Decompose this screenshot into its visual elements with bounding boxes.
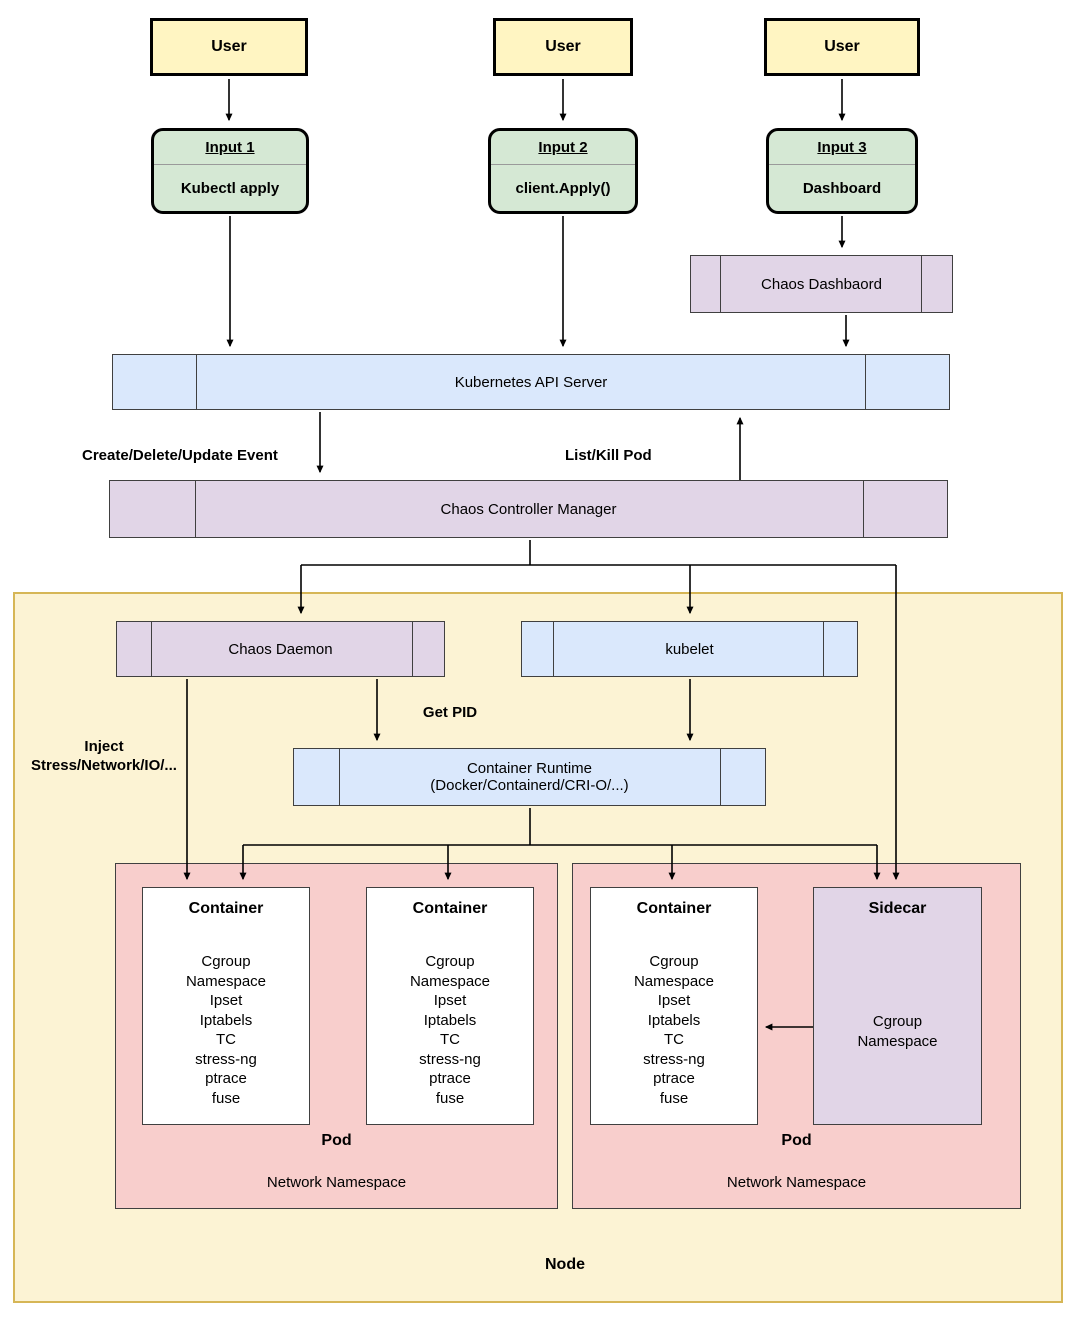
list-kill-pod-label: List/Kill Pod [565,447,652,464]
user-box-1: User [150,18,308,76]
controller-manager-label: Chaos Controller Manager [440,500,617,518]
network-namespace-label: Network Namespace [266,1173,407,1191]
api-server-label: Kubernetes API Server [454,373,608,391]
chaos-daemon-box: Chaos Daemon [116,621,445,677]
container-tools: Cgroup Namespace Ipset Iptabels TC stres… [409,953,491,1107]
container-title: Container [188,900,264,917]
container-runtime-label: Container Runtime (Docker/Containerd/CRI… [430,760,629,794]
chaos-dashboard-box: Chaos Dashbaord [690,255,953,313]
input-title: Input 1 [154,131,306,165]
kubelet-box: kubelet [521,621,858,677]
container-runtime-box: Container Runtime (Docker/Containerd/CRI… [293,748,766,806]
kubelet-label: kubelet [665,640,714,658]
user-label: User [824,38,860,55]
input-method: client.Apply() [515,179,611,197]
chaos-dashboard-label: Chaos Dashbaord [761,275,882,293]
input-box-1: Input 1 Kubectl apply [151,128,309,214]
inject-stress-network-io-label: Inject Stress/Network/IO/... [31,738,177,774]
user-label: User [545,38,581,55]
input-method: Dashboard [802,179,882,197]
sidecar-tools: Cgroup Namespace [857,1013,938,1050]
input-title: Input 2 [491,131,635,165]
api-server-box: Kubernetes API Server [112,354,950,410]
input-method: Kubectl apply [180,179,280,197]
network-namespace-label: Network Namespace [726,1173,867,1191]
container-tools: Cgroup Namespace Ipset Iptabels TC stres… [633,953,715,1107]
input-box-2: Input 2 client.Apply() [488,128,638,214]
container-tools: Cgroup Namespace Ipset Iptabels TC stres… [185,953,267,1107]
input-title: Input 3 [769,131,915,165]
create-delete-update-event-label: Create/Delete/Update Event [82,447,278,464]
container-title: Container [636,900,712,917]
container-box: Container Cgroup Namespace Ipset Iptabel… [366,887,534,1125]
sidecar-title: Sidecar [868,900,927,917]
sidecar-box: Sidecar Cgroup Namespace [813,887,982,1125]
user-box-3: User [764,18,920,76]
node-label: Node [545,1256,585,1273]
get-pid-label: Get PID [422,704,478,721]
chaos-daemon-label: Chaos Daemon [228,640,333,658]
controller-manager-box: Chaos Controller Manager [109,480,948,538]
container-box: Container Cgroup Namespace Ipset Iptabel… [590,887,758,1125]
input-box-3: Input 3 Dashboard [766,128,918,214]
user-label: User [211,38,247,55]
pod-label: Pod [781,1132,812,1149]
user-box-2: User [493,18,633,76]
pod-label: Pod [321,1132,352,1149]
container-title: Container [412,900,488,917]
container-box: Container Cgroup Namespace Ipset Iptabel… [142,887,310,1125]
